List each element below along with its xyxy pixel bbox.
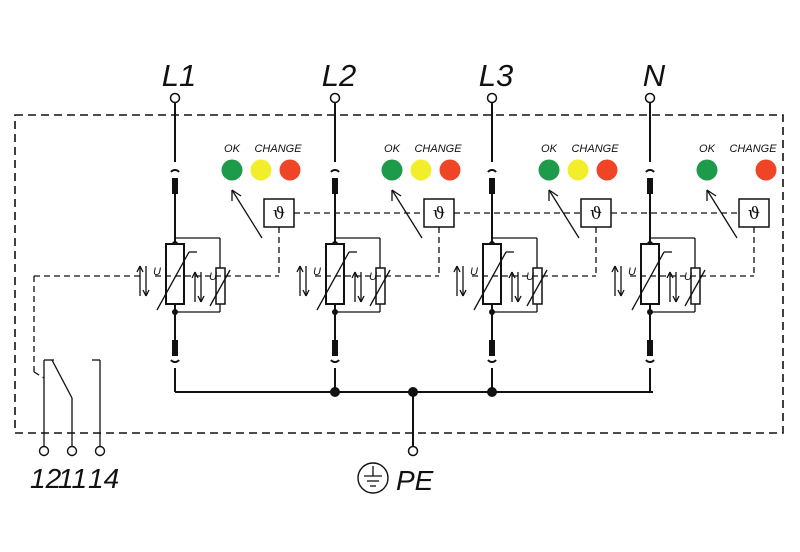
theta-symbol: ϑ	[273, 204, 285, 224]
led-ok	[221, 159, 243, 181]
led-ok	[538, 159, 560, 181]
led-warn	[567, 159, 589, 181]
led-change	[755, 159, 777, 181]
change-label: CHANGE	[571, 143, 619, 155]
enclosure-dashed-border	[14, 114, 784, 434]
pole-2: L2U U OK CHANGE ϑ	[296, 58, 581, 392]
line-terminal	[329, 92, 341, 104]
varistor	[165, 243, 185, 305]
varistor	[640, 243, 660, 305]
junction-dot	[487, 387, 497, 397]
led-warn	[410, 159, 432, 181]
common-bus	[175, 387, 653, 457]
fuse-arc-bottom	[487, 359, 497, 363]
fuse-body-top	[489, 178, 495, 194]
line-terminal	[486, 92, 498, 104]
thermal-u-label: U	[209, 271, 217, 283]
fuse-body-top	[332, 178, 338, 194]
remote-contact	[33, 275, 140, 457]
fuse-arc-top	[330, 169, 340, 173]
led-ok	[696, 159, 718, 181]
pe-label: PE	[396, 465, 434, 496]
ok-label: OK	[384, 143, 401, 155]
fuse-body-top	[647, 178, 653, 194]
change-label: CHANGE	[729, 143, 777, 155]
thermal-u-label: U	[369, 271, 377, 283]
earth-symbol	[357, 462, 389, 494]
fuse-arc-top	[170, 169, 180, 173]
change-label: CHANGE	[414, 143, 462, 155]
change-label: CHANGE	[254, 143, 302, 155]
pe-terminal	[407, 445, 419, 457]
varistor-u-label: U	[153, 266, 161, 278]
varistor-u-label: U	[628, 266, 636, 278]
fuse-arc-top	[645, 169, 655, 173]
varistor-u-label: U	[470, 266, 478, 278]
junction-dot	[330, 387, 340, 397]
terminal-12	[38, 445, 50, 457]
led-change	[596, 159, 618, 181]
fuse-arc-top	[487, 169, 497, 173]
varistor	[325, 243, 345, 305]
led-change	[439, 159, 461, 181]
pole-3: L3U U OK CHANGE ϑ	[453, 58, 739, 392]
thermal-u-label: U	[526, 271, 534, 283]
fuse-arc-bottom	[645, 359, 655, 363]
contact-label-14: 14	[88, 463, 119, 494]
pole-label: L2	[322, 58, 356, 93]
led-warn	[250, 159, 272, 181]
pole-4: N U U OK CHANGE ϑ	[611, 58, 777, 392]
led-change	[279, 159, 301, 181]
theta-symbol: ϑ	[590, 204, 602, 224]
contact-label-11: 11	[58, 463, 87, 494]
terminal-11	[66, 445, 78, 457]
pole-label: L3	[479, 58, 513, 93]
fuse-body-bottom	[489, 340, 495, 356]
fuse-body-bottom	[332, 340, 338, 356]
ok-label: OK	[541, 143, 558, 155]
fuse-arc-bottom	[170, 359, 180, 363]
thermal-u-label: U	[684, 271, 692, 283]
line-terminal	[169, 92, 181, 104]
varistor	[482, 243, 502, 305]
pole-1: L1U U OK CHANGE ϑ	[136, 58, 424, 392]
pole-label: L1	[162, 58, 196, 93]
fuse-arc-bottom	[330, 359, 340, 363]
fuse-body-bottom	[172, 340, 178, 356]
line-terminal	[644, 92, 656, 104]
varistor-u-label: U	[313, 266, 321, 278]
ok-label: OK	[699, 143, 716, 155]
contact-label-12: 12	[30, 463, 62, 494]
pole-label: N	[643, 58, 666, 93]
led-ok	[381, 159, 403, 181]
fuse-body-bottom	[647, 340, 653, 356]
theta-symbol: ϑ	[748, 204, 760, 224]
theta-symbol: ϑ	[433, 204, 445, 224]
fuse-body-top	[172, 178, 178, 194]
ok-label: OK	[224, 143, 241, 155]
terminal-14	[94, 445, 106, 457]
thermal-box	[738, 198, 770, 228]
